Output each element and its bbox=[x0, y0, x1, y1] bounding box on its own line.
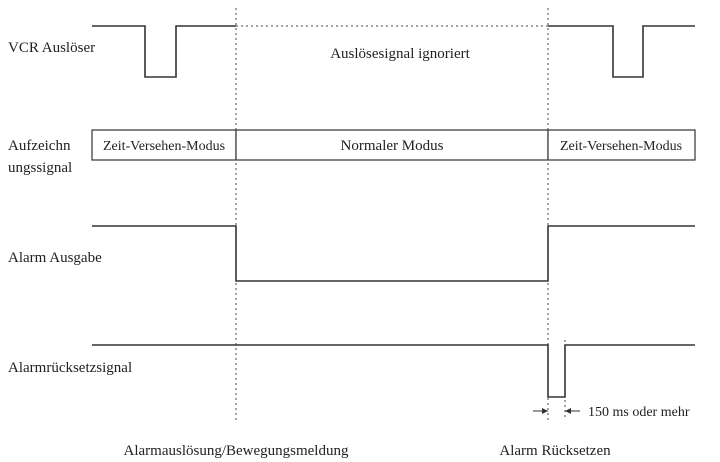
dimension-arrowhead-right bbox=[565, 408, 571, 414]
label-recording-signal-line1: Aufzeichn bbox=[8, 138, 71, 154]
annotation-min-duration: 150 ms oder mehr bbox=[588, 405, 690, 420]
mode-label-normal: Normaler Modus bbox=[341, 138, 444, 154]
event-label-alarm-trigger: Alarmauslösung/Bewegungsmeldung bbox=[124, 443, 349, 459]
label-recording-signal-line2: ungssignal bbox=[8, 160, 72, 176]
mode-box-time-lapse-left bbox=[91, 129, 237, 161]
event-label-alarm-reset: Alarm Rücksetzen bbox=[499, 443, 611, 459]
vcr-trigger-waveform-right bbox=[548, 25, 695, 78]
label-alarm-output: Alarm Ausgabe bbox=[8, 250, 102, 266]
label-alarm-reset-signal: Alarmrücksetzsignal bbox=[8, 360, 132, 376]
mode-label-time-lapse-left: Zeit-Versehen-Modus bbox=[103, 139, 225, 154]
vcr-trigger-waveform-left bbox=[92, 25, 236, 78]
dimension-arrowhead-left bbox=[542, 408, 548, 414]
mode-box-time-lapse-right bbox=[547, 129, 696, 161]
annotation-trigger-ignored: Auslösesignal ignoriert bbox=[330, 46, 470, 62]
mode-label-time-lapse-right: Zeit-Versehen-Modus bbox=[560, 139, 682, 154]
label-vcr-trigger: VCR Auslöser bbox=[8, 40, 95, 56]
alarm-output-waveform bbox=[92, 225, 695, 282]
alarm-reset-waveform bbox=[92, 344, 695, 398]
